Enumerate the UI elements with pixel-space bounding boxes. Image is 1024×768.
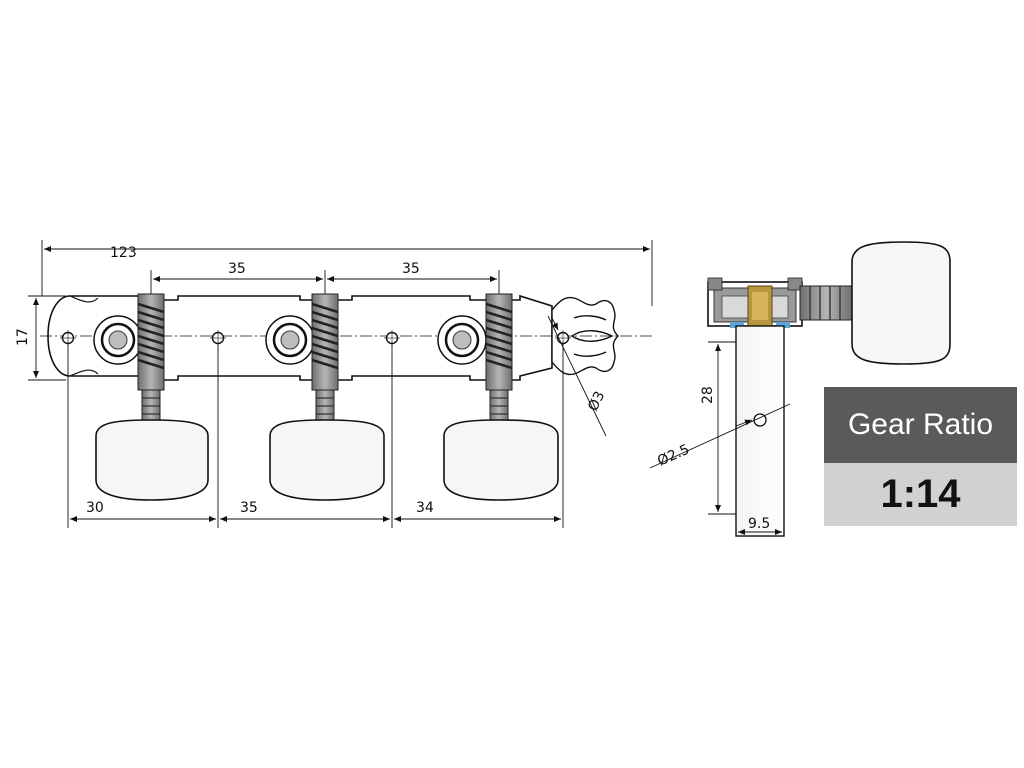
tuner-unit-3 [437,293,559,501]
dim-spacing-left: 35 [228,261,246,277]
dim-post-height: 28 [700,386,716,404]
gear-ratio-value: 1:14 [824,463,1017,526]
dim-post-width: 9.5 [748,516,770,532]
front-view: 123 35 35 17 30 35 34 Ø3 [15,240,655,528]
dim-spacing-right: 35 [402,261,420,277]
dim-hole-diameter: Ø3 [585,389,608,414]
tuner-unit-2 [265,293,385,501]
dim-plate-height: 17 [15,328,31,346]
dim-overall-length: 123 [110,245,137,261]
side-view: 28 Ø2.5 9.5 [649,241,951,537]
dim-bottom-3: 34 [416,500,434,516]
tuner-unit-1 [93,293,209,501]
gear-ratio-label: Gear Ratio [824,387,1017,463]
gear-ratio-panel: Gear Ratio 1:14 [824,387,1017,526]
dim-bottom-1: 30 [86,500,104,516]
dim-post-hole-diameter: Ø2.5 [655,441,692,469]
dim-bottom-2: 35 [240,500,258,516]
